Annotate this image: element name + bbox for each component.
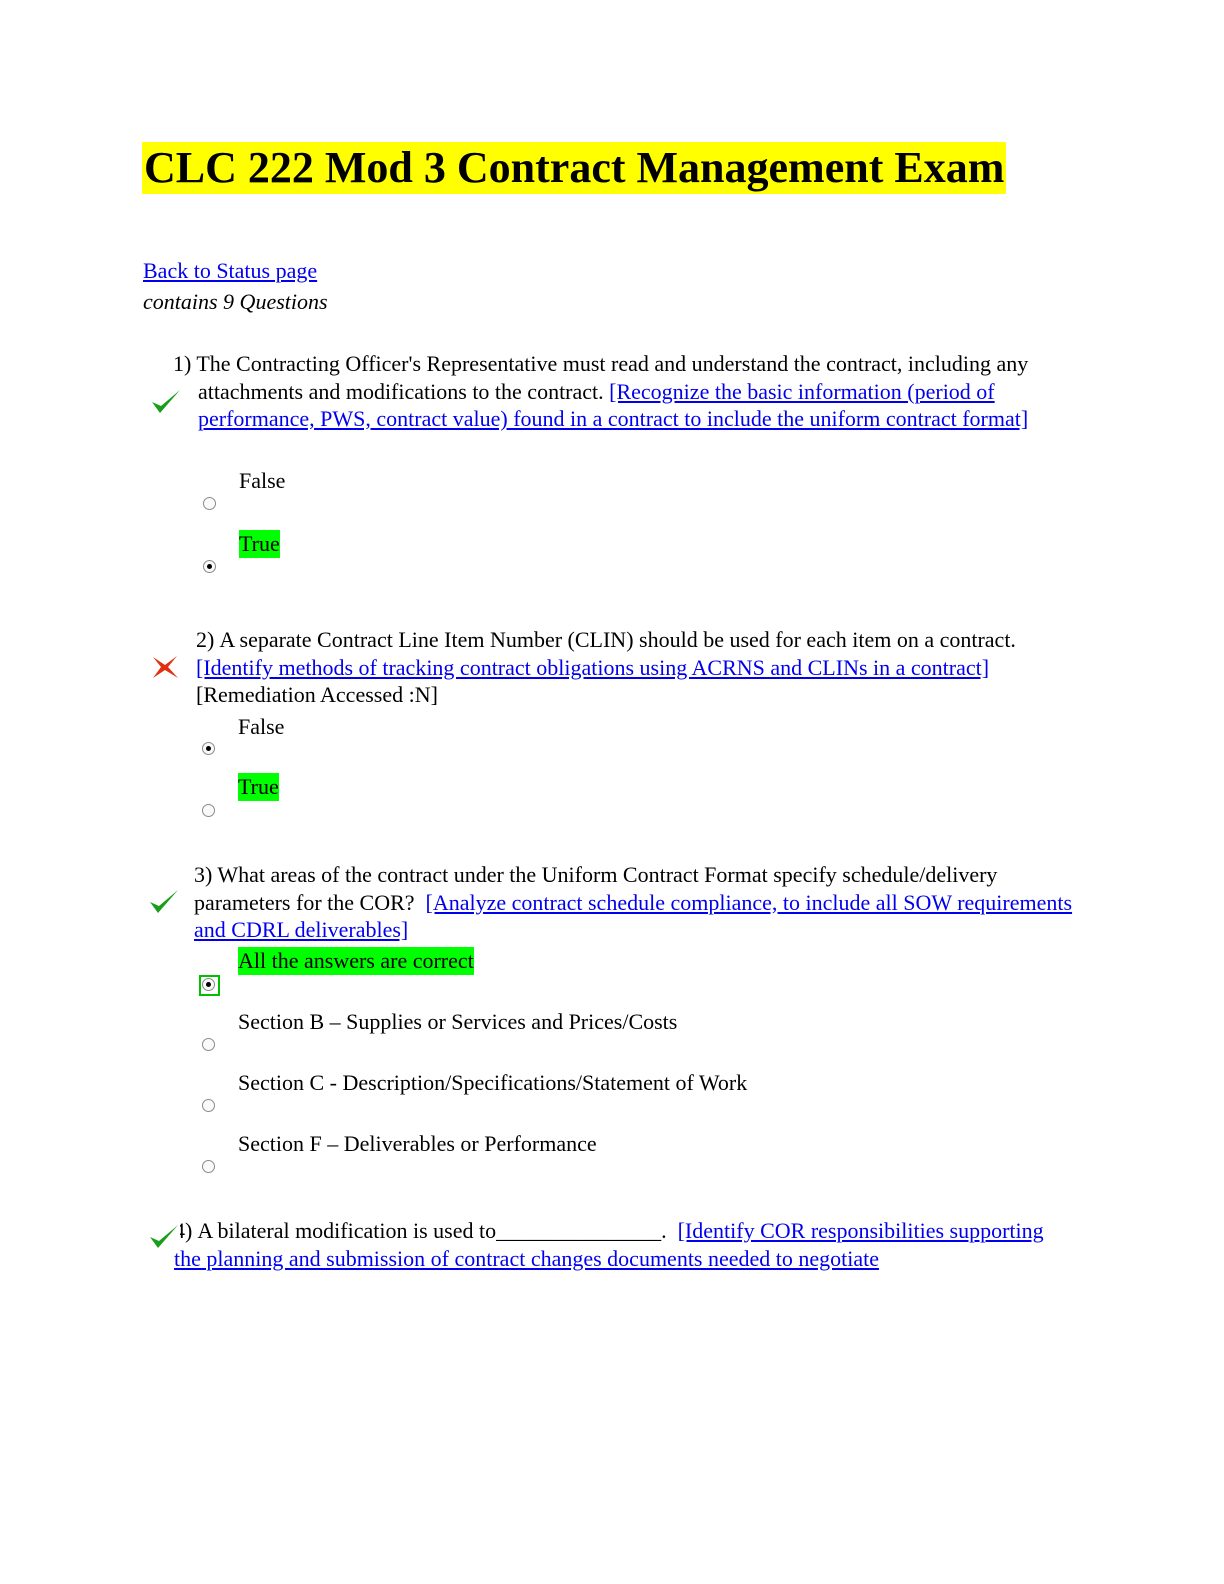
selected-answer-frame bbox=[199, 975, 220, 996]
radio-button[interactable] bbox=[203, 497, 216, 510]
question-statement: The Contracting Officer's Representative… bbox=[196, 351, 1029, 404]
remediation-status: [Remediation Accessed :N] bbox=[196, 682, 438, 707]
question-statement: What areas of the contract under the Uni… bbox=[194, 862, 998, 915]
option-label-correct: True bbox=[238, 773, 279, 801]
radio-button-selected[interactable] bbox=[202, 978, 215, 991]
learning-objective-link[interactable]: [Identify methods of tracking contract o… bbox=[196, 654, 990, 680]
learning-objective-link[interactable]: [Identify COR responsibilities supportin… bbox=[174, 1218, 1044, 1271]
question-text: 2)A separate Contract Line Item Number (… bbox=[196, 627, 1016, 707]
check-icon bbox=[148, 887, 180, 917]
page-title: CLC 222 Mod 3 Contract Management Exam bbox=[142, 142, 1007, 194]
option-label: False bbox=[239, 468, 286, 493]
option-label: Section C - Description/Specifications/S… bbox=[238, 1070, 748, 1095]
radio-button[interactable] bbox=[202, 804, 215, 817]
check-icon bbox=[148, 1222, 180, 1252]
radio-button[interactable] bbox=[202, 1038, 215, 1051]
question-text: 3)What areas of the contract under the U… bbox=[194, 862, 1073, 943]
option-label: Section B – Supplies or Services and Pri… bbox=[238, 1009, 678, 1034]
radio-button-selected[interactable] bbox=[203, 560, 216, 573]
learning-objective-link[interactable]: [Recognize the basic information (period… bbox=[198, 378, 1029, 432]
option-label: False bbox=[238, 714, 285, 739]
option-label-correct: True bbox=[239, 530, 280, 558]
question-count: contains 9 Questions bbox=[143, 289, 328, 314]
question-text: 4)A bilateral modification is used to___… bbox=[174, 1218, 1044, 1271]
question-text: 1)The Contracting Officer's Representati… bbox=[173, 351, 1029, 432]
question-statement: A bilateral modification is used to_____… bbox=[197, 1218, 667, 1243]
check-icon bbox=[150, 387, 182, 417]
radio-button-selected[interactable] bbox=[202, 742, 215, 755]
radio-button[interactable] bbox=[202, 1099, 215, 1112]
learning-objective-link[interactable]: [Analyze contract schedule compliance, t… bbox=[194, 889, 1073, 943]
radio-button[interactable] bbox=[202, 1160, 215, 1173]
back-to-status-link[interactable]: Back to Status page bbox=[143, 258, 318, 283]
option-label: Section F – Deliverables or Performance bbox=[238, 1131, 597, 1156]
cross-icon bbox=[150, 655, 180, 679]
question-statement: A separate Contract Line Item Number (CL… bbox=[219, 627, 1016, 652]
option-label-correct: All the answers are correct bbox=[238, 947, 474, 975]
